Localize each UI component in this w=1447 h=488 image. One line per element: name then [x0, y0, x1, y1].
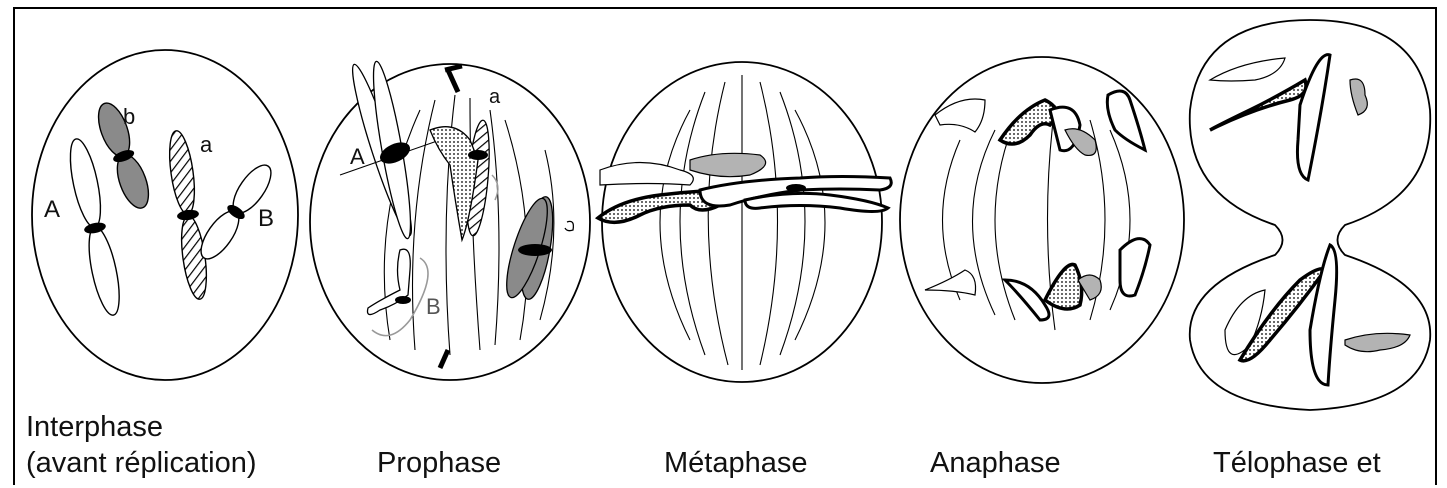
metaphase-chromosomes: [598, 153, 891, 222]
interphase-label-b: b: [123, 100, 135, 134]
prophase-label-A: A: [350, 140, 365, 174]
interphase-label: Interphase: [26, 410, 163, 444]
metaphase-cell: [598, 62, 891, 382]
interphase-label-A: A: [44, 193, 60, 227]
interphase-label-a: a: [200, 128, 212, 162]
interphase-chromosome-A: [64, 136, 125, 317]
prophase-label-B: B: [426, 290, 441, 324]
anaphase-label: Anaphase: [930, 446, 1061, 480]
prophase-label: Prophase: [377, 446, 501, 480]
telophase-label: Télophase et: [1213, 446, 1381, 480]
anaphase-lower-chromosomes: [925, 239, 1150, 320]
prophase-label-a: a: [489, 80, 500, 114]
prophase-chromosome-a: [430, 119, 498, 240]
prophase-chromosome-b: [499, 195, 574, 302]
prophase-chromosome-B: [368, 249, 429, 335]
telophase-cell: [1190, 20, 1431, 410]
prophase-cell: [310, 60, 590, 380]
anaphase-cell: [900, 57, 1184, 383]
anaphase-upper-chromosomes: [935, 91, 1145, 155]
interphase-sublabel: (avant réplication): [26, 446, 257, 480]
telophase-lower-chromosomes: [1225, 245, 1410, 385]
telophase-upper-chromosomes: [1210, 55, 1367, 180]
metaphase-spindle: [660, 75, 825, 370]
metaphase-label: Métaphase: [664, 446, 808, 480]
prophase-centrosome-top: [448, 70, 458, 92]
interphase-label-B: B: [258, 202, 274, 236]
prophase-centrosome-bottom: [440, 350, 448, 368]
